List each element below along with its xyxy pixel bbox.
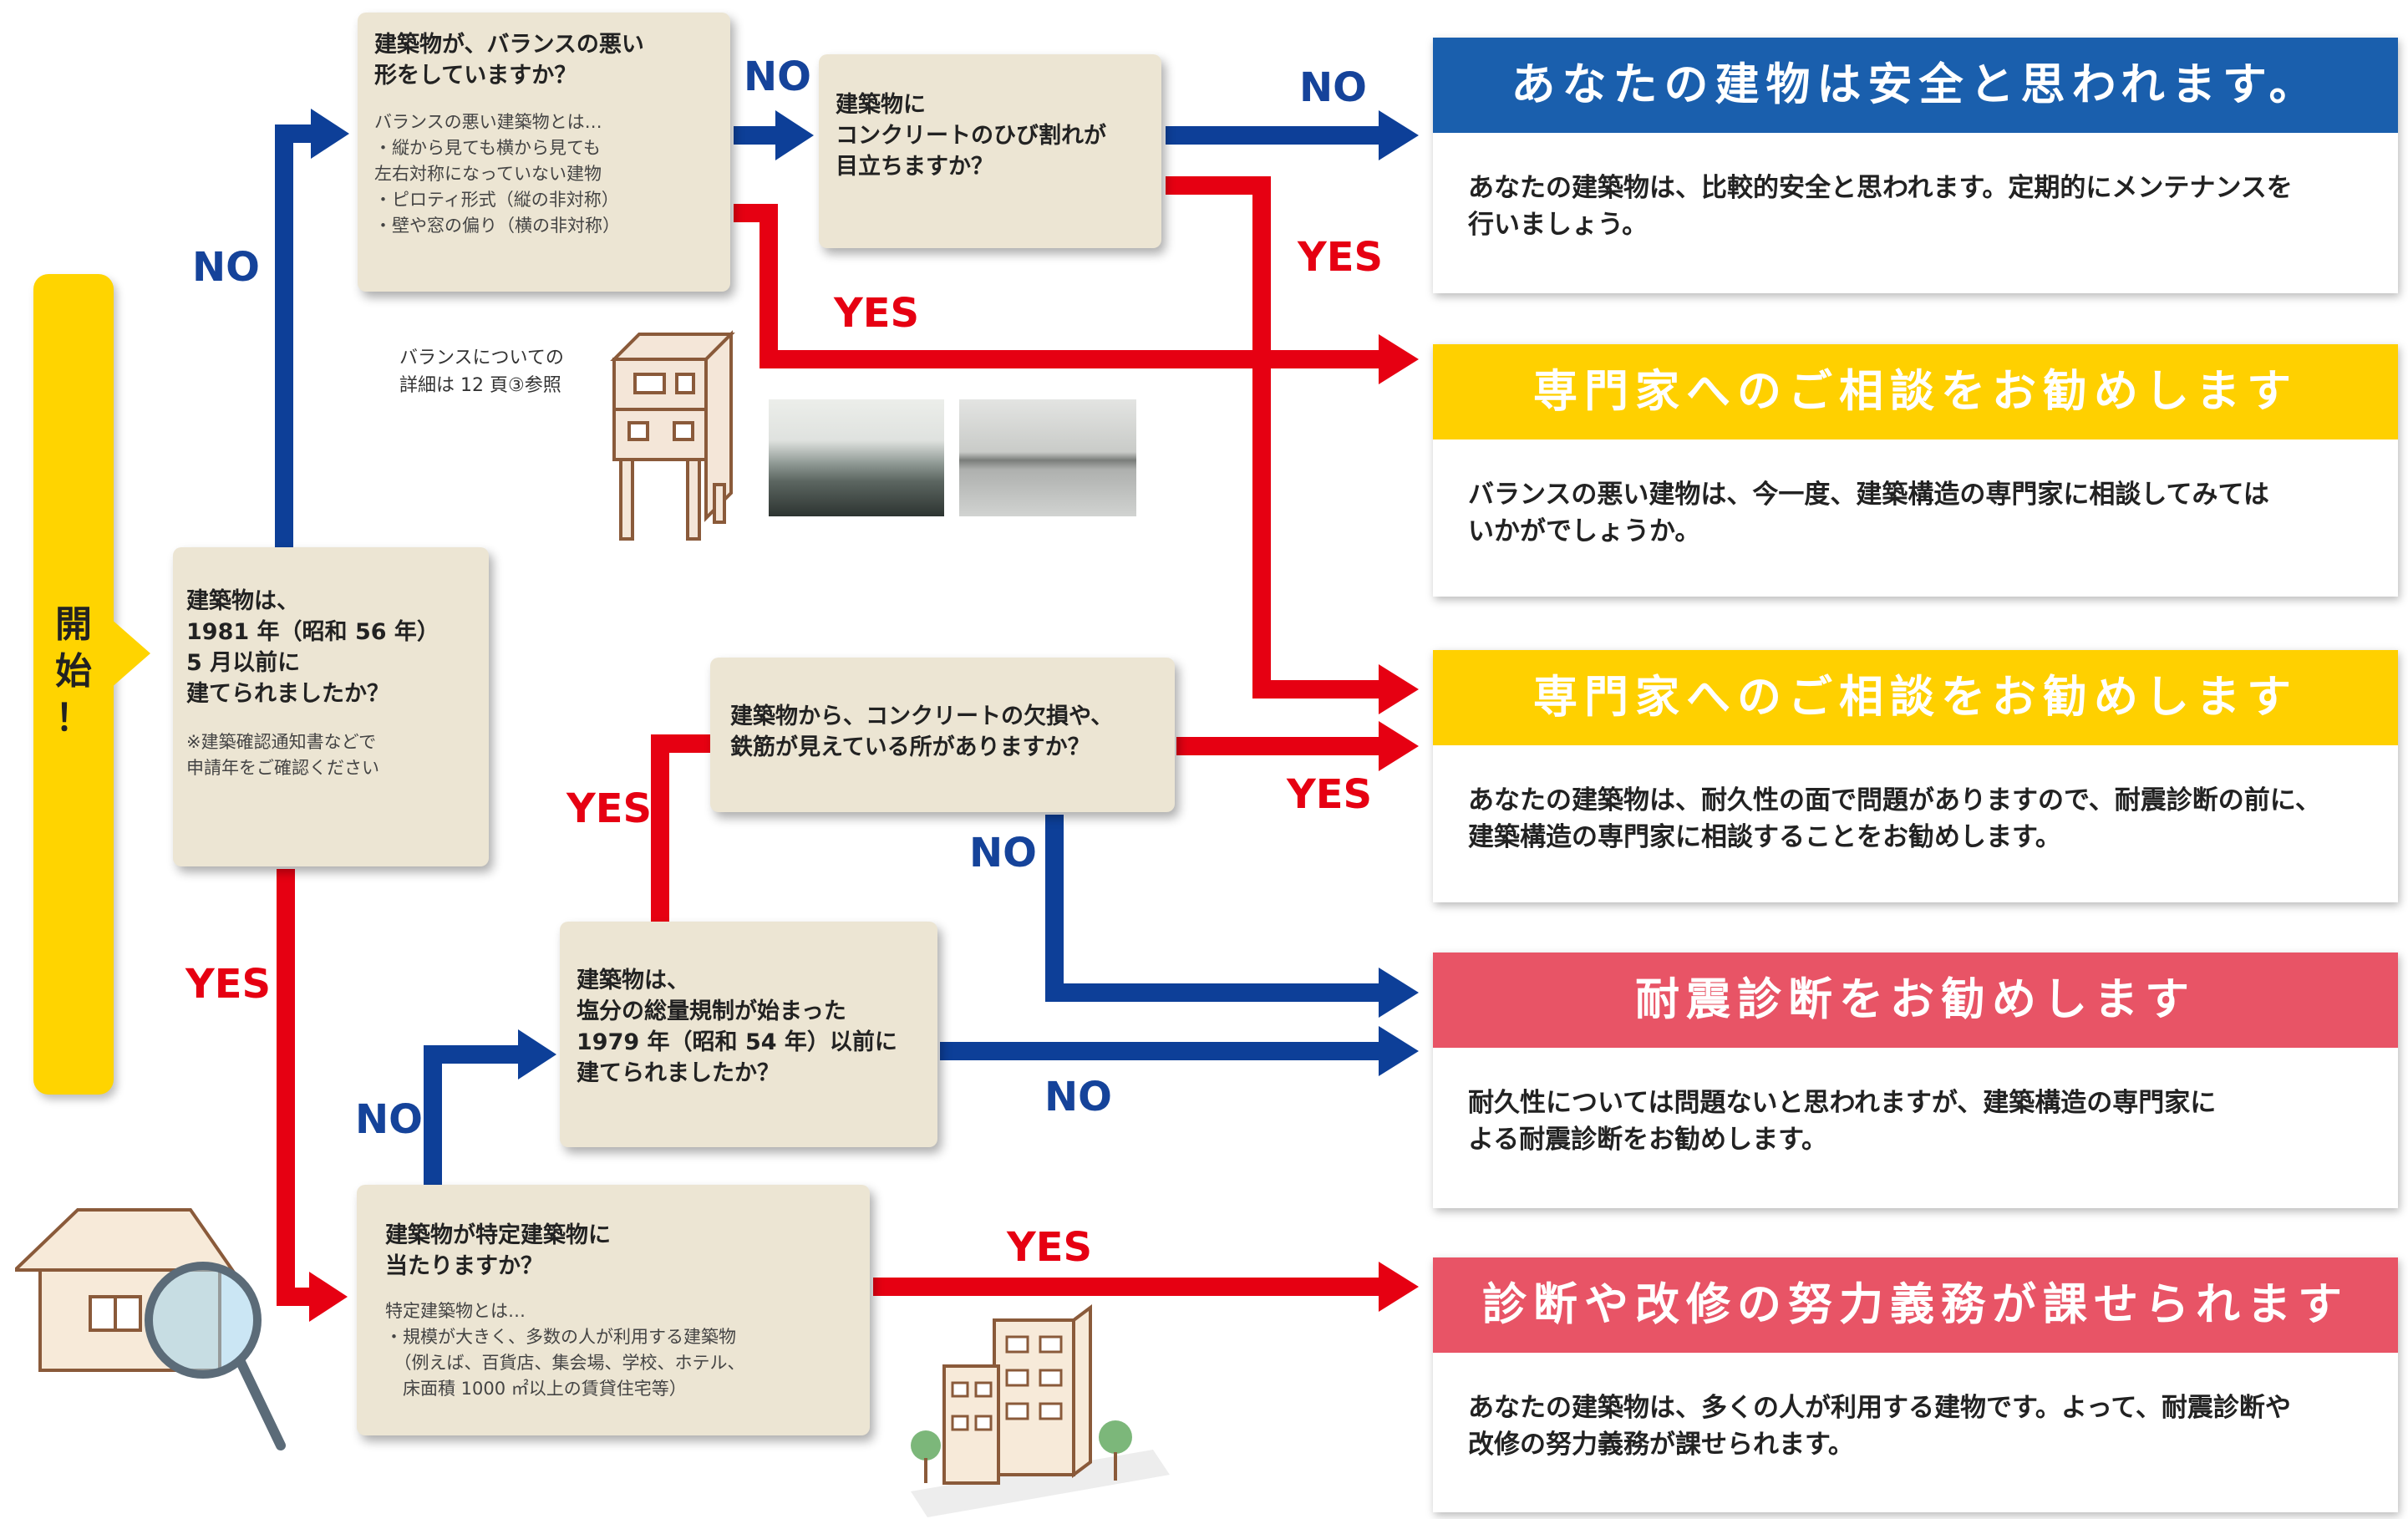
arrowhead — [311, 109, 349, 159]
question-specified-building: 建築物が特定建築物に 当たりますか？ 特定建築物とは… ・規模が大きく、多数の人… — [357, 1185, 870, 1435]
result-heading: 専門家へのご相談をお勧めします — [1433, 650, 2398, 745]
question-note: ※建築確認通知書などで 申請年をご確認ください — [186, 732, 379, 778]
label-yes: YES — [1298, 234, 1384, 281]
question-built-before-1981: 建築物は、 1981 年（昭和 56 年） 5 月以前に 建てられましたか？ ※… — [173, 547, 489, 866]
cracked-eave-photo — [769, 399, 944, 516]
label-yes: YES — [566, 785, 653, 832]
balance-reference-note: バランスについての 詳細は 12 頁③参照 — [399, 348, 564, 396]
label-no: NO — [969, 830, 1037, 876]
arrowhead — [518, 1029, 556, 1080]
question-title: 建築物は、 1981 年（昭和 56 年） 5 月以前に 建てられましたか？ — [186, 588, 439, 707]
result-heading: 専門家へのご相談をお勧めします — [1433, 344, 2398, 439]
question-note: 特定建築物とは… ・規模が大きく、多数の人が利用する建築物 （例えば、百貨店、集… — [385, 1301, 745, 1399]
arrowhead — [1379, 664, 1419, 714]
arrowhead — [1379, 1026, 1419, 1076]
arrowhead — [309, 1272, 348, 1322]
question-title: 建築物が、バランスの悪い 形をしていますか？ — [374, 32, 644, 89]
connector-1981-no — [275, 124, 311, 547]
result-safe: あなたの建物は安全と思われます。 あなたの建築物は、比較的安全と思われます。定期… — [1433, 38, 2398, 293]
start-bar — [33, 274, 114, 1095]
result-consult-balance: 専門家へのご相談をお勧めします バランスの悪い建物は、今一度、建築構造の専門家に… — [1433, 344, 2398, 597]
label-yes: YES — [834, 290, 920, 337]
result-consult-durability: 専門家へのご相談をお勧めします あなたの建築物は、耐久性の面で問題がありますので… — [1433, 650, 2398, 902]
connector-rebar-no — [1045, 815, 1379, 1002]
question-built-before-1979: 建築物は、 塩分の総量規制が始まった 1979 年（昭和 54 年）以前に 建て… — [560, 922, 937, 1147]
label-no: NO — [744, 53, 811, 100]
result-body: 耐久性については問題ないと思われますが、建築構造の専門家に よる耐震診断をお勧め… — [1468, 1088, 2217, 1155]
arrowhead — [1379, 968, 1419, 1018]
result-body: あなたの建築物は、多くの人が利用する建物です。よって、耐震診断や 改修の努力義務… — [1468, 1393, 2291, 1460]
start-label: 開 始 ！ — [55, 603, 92, 739]
connector-1979-yes — [651, 734, 710, 923]
result-heading: 診断や改修の努力義務が課せられます — [1433, 1257, 2398, 1353]
apartment-buildings-illustration — [911, 1304, 1170, 1517]
connector-crack-yes — [1166, 176, 1379, 699]
question-title: 建築物は、 塩分の総量規制が始まった 1979 年（昭和 54 年）以前に 建て… — [577, 968, 897, 1086]
cracked-wall-photo — [959, 399, 1136, 516]
house-magnifier-icon — [15, 1208, 286, 1450]
arrowhead — [1379, 721, 1419, 771]
result-body: あなたの建築物は、比較的安全と思われます。定期的にメンテナンスを 行いましょう。 — [1468, 173, 2293, 240]
result-body: バランスの悪い建物は、今一度、建築構造の専門家に相談してみては いかがでしょうか… — [1468, 480, 2269, 546]
connector-1981-yes — [277, 869, 309, 1306]
question-note: バランスの悪い建築物とは… ・縦から見ても横から見ても 左右対称になっていない建… — [374, 112, 620, 236]
result-seismic-diagnosis: 耐震診断をお勧めします 耐久性については問題ないと思われますが、建築構造の専門家… — [1433, 953, 2398, 1208]
question-concrete-cracks: 建築物に コンクリートのひび割れが 目立ちますか？ — [819, 54, 1161, 248]
question-title: 建築物が特定建築物に 当たりますか？ — [385, 1222, 611, 1279]
result-heading: 耐震診断をお勧めします — [1433, 953, 2398, 1048]
arrowhead — [1379, 110, 1419, 160]
label-no: NO — [355, 1096, 423, 1143]
piloti-building-illustration — [610, 330, 735, 541]
label-yes: YES — [1287, 771, 1373, 818]
result-mandatory-effort: 診断や改修の努力義務が課せられます あなたの建築物は、多くの人が利用する建物です… — [1433, 1257, 2398, 1512]
label-no: NO — [1299, 64, 1367, 111]
question-unbalanced-shape: 建築物が、バランスの悪い 形をしていますか？ バランスの悪い建築物とは… ・縦か… — [358, 13, 730, 292]
label-no: NO — [192, 244, 260, 291]
arrowhead — [1379, 1262, 1419, 1312]
result-heading: あなたの建物は安全と思われます。 — [1433, 38, 2398, 133]
label-yes: YES — [185, 961, 272, 1008]
result-body: あなたの建築物は、耐久性の面で問題がありますので、耐震診断の前に、 建築構造の専… — [1468, 785, 2321, 852]
start-arrow — [110, 618, 150, 688]
label-no: NO — [1044, 1074, 1112, 1120]
connector-specified-no — [424, 1045, 518, 1186]
question-rebar-exposed: 建築物から、コンクリートの欠損や、 鉄筋が見えている所がありますか？ — [710, 658, 1175, 812]
question-title: 建築物に コンクリートのひび割れが 目立ちますか？ — [836, 92, 1106, 180]
connector-balance-yes — [734, 204, 1379, 368]
arrowhead — [775, 110, 814, 160]
label-yes: YES — [1007, 1224, 1093, 1271]
arrowhead — [1379, 334, 1419, 384]
question-title: 建築物から、コンクリートの欠損や、 鉄筋が見えている所がありますか？ — [730, 704, 1114, 760]
